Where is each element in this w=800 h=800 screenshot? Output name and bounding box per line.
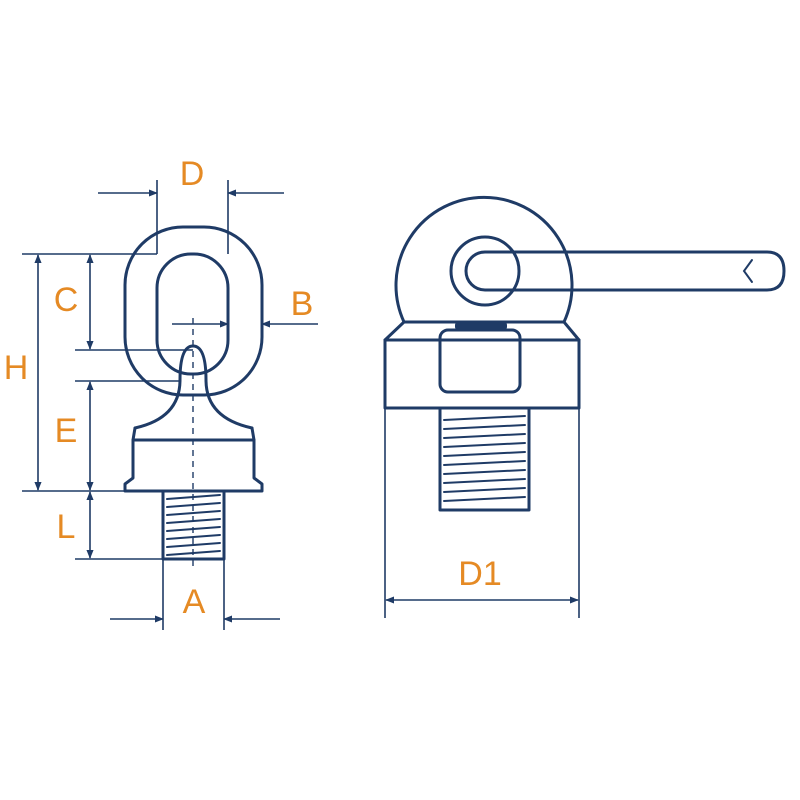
side-view	[383, 195, 786, 512]
side-dimensions: D1	[384, 408, 580, 618]
label-a: A	[183, 583, 206, 621]
side-eye-ring	[394, 195, 574, 324]
side-thread-shank	[438, 406, 531, 512]
eye-ring-outer	[123, 225, 264, 397]
front-view	[123, 225, 264, 570]
label-h: H	[4, 349, 29, 387]
thread-shank	[161, 489, 226, 561]
thread-lines-front	[166, 494, 221, 556]
front-dimensions: D B H C E L A	[4, 155, 318, 630]
side-base-body	[383, 338, 581, 410]
label-b: B	[291, 285, 314, 323]
inner-nut	[438, 328, 522, 394]
label-c: C	[54, 281, 79, 319]
label-d1: D1	[458, 555, 501, 593]
lifting-pin	[464, 250, 786, 292]
pin-boss-outer	[449, 235, 521, 307]
pin-end-chevron	[742, 259, 753, 283]
label-l: L	[57, 508, 76, 546]
bearing-ring	[455, 322, 507, 330]
label-d: D	[180, 155, 205, 193]
label-e: E	[55, 412, 78, 450]
thread-lines-side	[443, 415, 526, 502]
